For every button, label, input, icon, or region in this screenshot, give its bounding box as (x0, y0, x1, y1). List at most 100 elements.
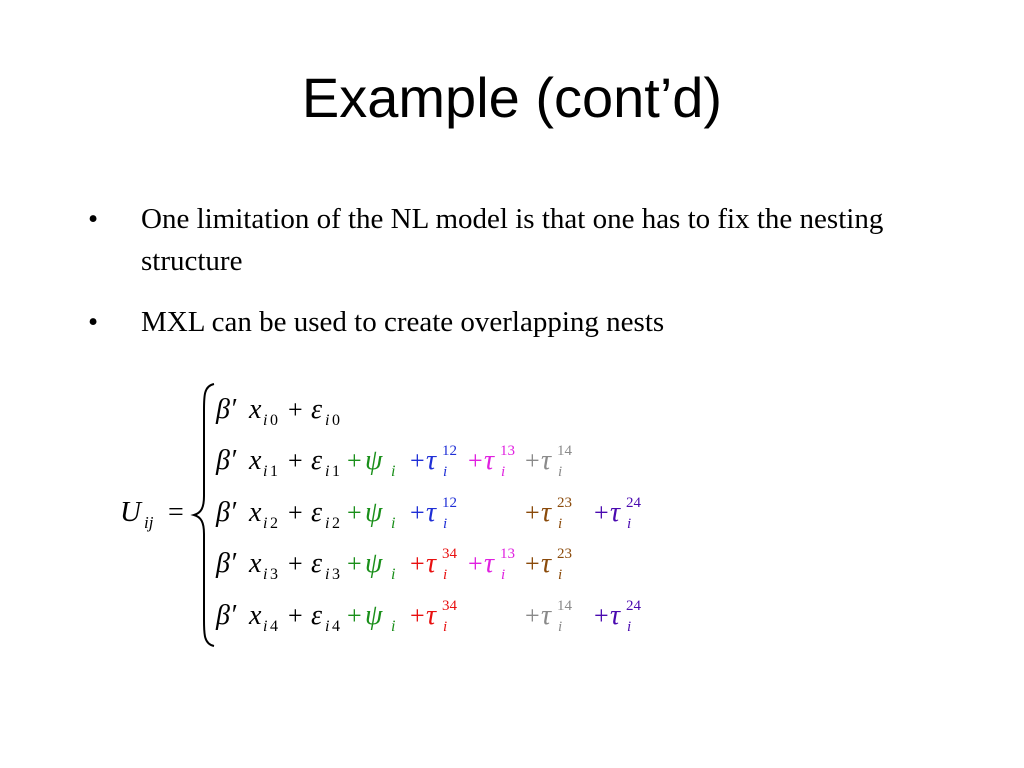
tau-subscript: i (558, 464, 562, 480)
plus-sign: + (410, 549, 425, 578)
tau-superscript: 24 (626, 495, 642, 511)
bullet-text: MXL can be used to create overlapping ne… (141, 306, 665, 338)
tau-subscript: i (627, 516, 631, 532)
x-variable: x (248, 497, 262, 528)
x-subscript-i: i (263, 618, 267, 635)
left-brace (190, 383, 215, 647)
epsilon-subscript-index: 0 (332, 412, 340, 429)
tau-symbol: τ (541, 548, 552, 579)
psi-subscript: i (391, 618, 395, 635)
plus-sign: + (347, 549, 362, 578)
x-subscript-i: i (263, 515, 267, 532)
x-subscript-index: 3 (270, 566, 278, 583)
tau-symbol: τ (610, 600, 621, 631)
plus-sign: + (288, 498, 303, 527)
tau-symbol: τ (484, 548, 495, 579)
tau-symbol: τ (610, 497, 621, 528)
tau-superscript: 34 (442, 598, 458, 614)
tau-subscript: i (443, 619, 447, 635)
tau-subscript: i (501, 567, 505, 583)
tau-subscript: i (558, 516, 562, 532)
tau-symbol: τ (426, 600, 437, 631)
plus-sign: + (288, 395, 303, 424)
tau-subscript: i (443, 567, 447, 583)
bullet-marker: • (88, 306, 99, 338)
psi-symbol: ψ (365, 445, 383, 476)
plus-sign: + (525, 549, 540, 578)
tau-symbol: τ (426, 497, 437, 528)
tau-superscript: 12 (442, 443, 457, 459)
plus-sign: + (288, 549, 303, 578)
plus-sign: + (525, 601, 540, 630)
psi-subscript: i (391, 515, 395, 532)
beta-prime: β′ (215, 445, 237, 476)
psi-symbol: ψ (365, 600, 383, 631)
epsilon-subscript-index: 4 (332, 618, 340, 635)
x-subscript-i: i (263, 412, 267, 429)
epsilon-symbol: ε (311, 445, 322, 476)
epsilon-subscript-index: 2 (332, 515, 340, 532)
tau-subscript: i (443, 516, 447, 532)
tau-superscript: 23 (557, 495, 572, 511)
beta-prime: β′ (215, 600, 237, 631)
tau-symbol: τ (541, 445, 552, 476)
tau-subscript: i (558, 567, 562, 583)
epsilon-subscript-i: i (325, 463, 329, 480)
beta-prime: β′ (215, 497, 237, 528)
plus-sign: + (468, 549, 483, 578)
epsilon-symbol: ε (311, 394, 322, 425)
tau-superscript: 14 (557, 443, 573, 459)
x-subscript-i: i (263, 566, 267, 583)
psi-subscript: i (391, 566, 395, 583)
tau-symbol: τ (426, 548, 437, 579)
plus-sign: + (594, 498, 609, 527)
plus-sign: + (525, 498, 540, 527)
epsilon-symbol: ε (311, 600, 322, 631)
x-subscript-index: 1 (270, 463, 278, 480)
plus-sign: + (347, 446, 362, 475)
epsilon-subscript-i: i (325, 412, 329, 429)
tau-subscript: i (443, 464, 447, 480)
plus-sign: + (347, 601, 362, 630)
x-subscript-index: 2 (270, 515, 278, 532)
plus-sign: + (410, 601, 425, 630)
tau-superscript: 34 (442, 546, 458, 562)
psi-symbol: ψ (365, 548, 383, 579)
x-subscript-i: i (263, 463, 267, 480)
epsilon-subscript-i: i (325, 618, 329, 635)
tau-symbol: τ (541, 600, 552, 631)
beta-prime: β′ (215, 548, 237, 579)
plus-sign: + (525, 446, 540, 475)
tau-symbol: τ (426, 445, 437, 476)
lhs-symbol: U (120, 496, 143, 528)
tau-subscript: i (501, 464, 505, 480)
epsilon-symbol: ε (311, 497, 322, 528)
x-subscript-index: 4 (270, 618, 278, 635)
lhs-subscript: ij (144, 513, 154, 532)
tau-superscript: 24 (626, 598, 642, 614)
x-variable: x (248, 548, 262, 579)
epsilon-subscript-index: 1 (332, 463, 340, 480)
x-subscript-index: 0 (270, 412, 278, 429)
plus-sign: + (347, 498, 362, 527)
bullet-marker: • (88, 203, 99, 235)
epsilon-subscript-index: 3 (332, 566, 340, 583)
x-variable: x (248, 445, 262, 476)
plus-sign: + (288, 601, 303, 630)
slide-title: Example (cont’d) (301, 66, 723, 129)
epsilon-subscript-i: i (325, 515, 329, 532)
epsilon-subscript-i: i (325, 566, 329, 583)
plus-sign: + (594, 601, 609, 630)
x-variable: x (248, 600, 262, 631)
x-variable: x (248, 394, 262, 425)
equals-sign: = (168, 497, 184, 528)
tau-superscript: 23 (557, 546, 572, 562)
tau-superscript: 12 (442, 495, 457, 511)
psi-subscript: i (391, 463, 395, 480)
tau-superscript: 13 (500, 443, 515, 459)
psi-symbol: ψ (365, 497, 383, 528)
plus-sign: + (410, 498, 425, 527)
epsilon-symbol: ε (311, 548, 322, 579)
